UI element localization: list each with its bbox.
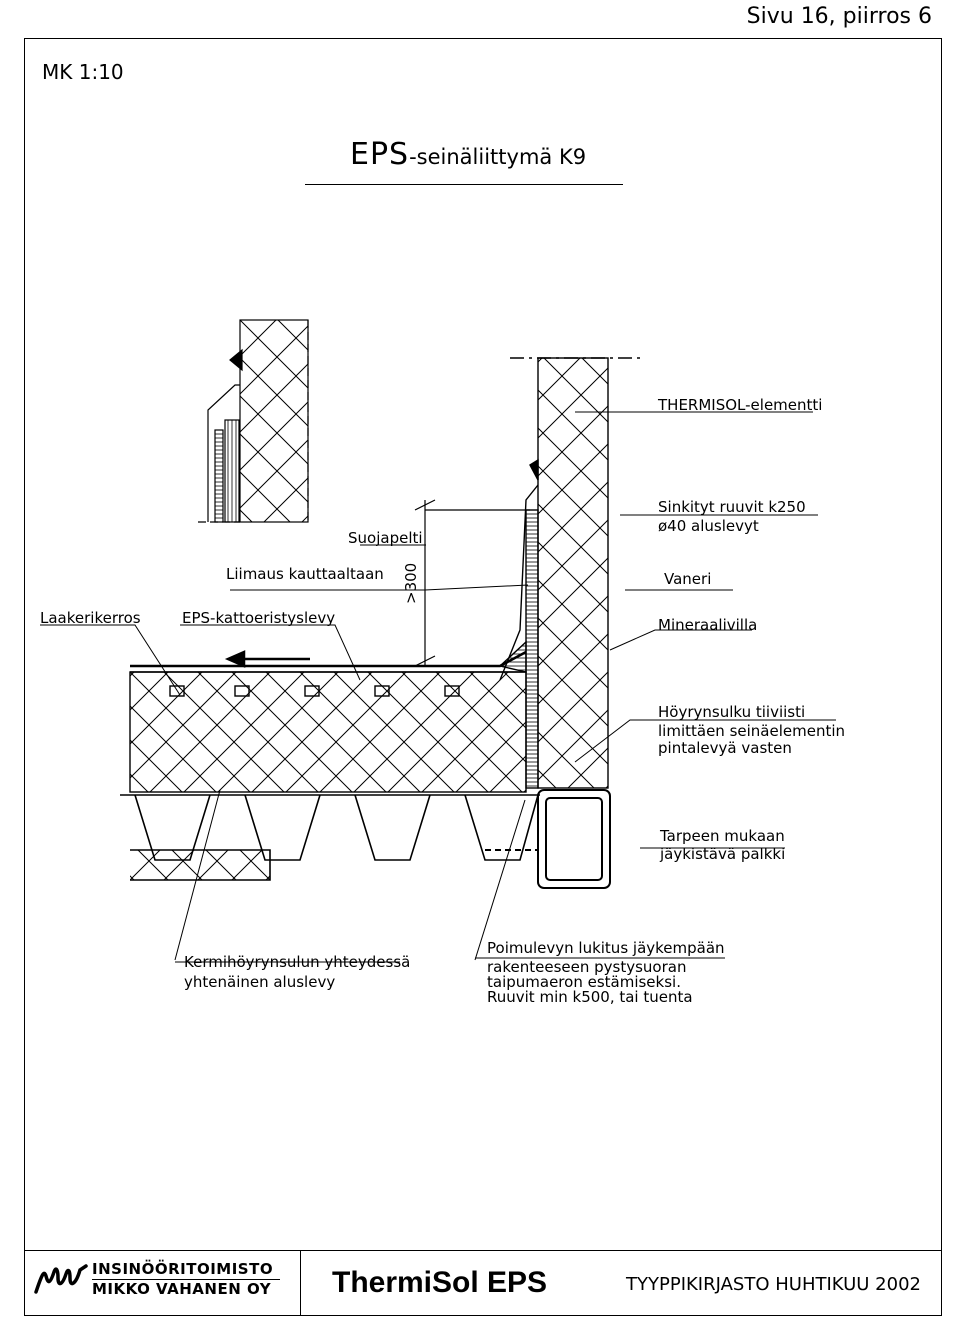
footer-separator bbox=[300, 1250, 301, 1316]
label-sinkityt-2: ø40 aluslevyt bbox=[658, 517, 759, 535]
drawing-scale: MK 1:10 bbox=[42, 60, 124, 84]
thermisol-wall bbox=[499, 357, 640, 789]
stiffening-beam bbox=[485, 789, 611, 889]
mv-signature-logo-icon bbox=[34, 1264, 88, 1294]
page-reference: Sivu 16, piirros 6 bbox=[746, 4, 932, 29]
leader-lines bbox=[40, 411, 836, 963]
label-hoyrynsulku-2: limittäen seinäelementin bbox=[658, 722, 846, 740]
label-hoyrynsulku-1: Höyrynsulku tiiviisti bbox=[658, 703, 806, 721]
product-name: ThermiSol EPS bbox=[332, 1266, 548, 1299]
label-poimu-1: Poimulevyn lukitus jäykempään bbox=[487, 939, 725, 957]
label-tarpeen-1: Tarpeen mukaan bbox=[660, 827, 785, 845]
roof-insulation bbox=[129, 640, 527, 793]
title-main: EPS bbox=[350, 137, 410, 172]
label-eps-kattoeristyslevy: EPS-kattoeristyslevy bbox=[182, 609, 336, 627]
drawing-title: EPS-seinäliittymä K9 bbox=[350, 140, 586, 170]
dimension-line bbox=[414, 499, 530, 667]
label-laakerikerros: Laakerikerros bbox=[40, 609, 141, 627]
trapezoidal-deck bbox=[120, 794, 540, 881]
label-thermisol: THERMISOL-elementti bbox=[658, 396, 823, 414]
label-poimu-3: taipumaeron estämiseksi. bbox=[487, 973, 681, 991]
label-dimension: >300 bbox=[402, 562, 420, 604]
company-underline bbox=[92, 1279, 280, 1280]
upper-left-wall bbox=[198, 319, 309, 523]
title-underline bbox=[305, 184, 623, 185]
label-kermi-1: Kermihöyrynsulun yhteydessä bbox=[184, 953, 411, 971]
label-mineraalivilla: Mineraalivilla bbox=[658, 616, 758, 634]
label-poimu-4: Ruuvit min k500, tai tuenta bbox=[487, 988, 693, 1006]
footer bbox=[24, 1250, 942, 1316]
section-drawing bbox=[40, 319, 836, 963]
company-name-line2: MIKKO VAHANEN OY bbox=[92, 1280, 272, 1298]
label-vaneri: Vaneri bbox=[664, 570, 712, 588]
library-date: TYYPPIKIRJASTO HUHTIKUU 2002 bbox=[626, 1274, 921, 1295]
label-sinkityt-1: Sinkityt ruuvit k250 bbox=[658, 498, 806, 516]
drawing-frame bbox=[24, 38, 942, 1316]
label-poimu-2: rakenteeseen pystysuoran bbox=[487, 958, 687, 976]
label-liimaus: Liimaus kauttaaltaan bbox=[226, 565, 384, 583]
company-name-line1: INSINÖÖRITOIMISTO bbox=[92, 1260, 274, 1278]
label-suojapelti: Suojapelti bbox=[348, 529, 423, 547]
label-kermi-2: yhtenäinen aluslevy bbox=[184, 973, 336, 991]
title-sub: -seinäliittymä K9 bbox=[409, 145, 587, 169]
label-tarpeen-2: jäykistävä palkki bbox=[660, 845, 786, 863]
label-hoyrynsulku-3: pintalevyä vasten bbox=[658, 739, 792, 757]
slope-arrow bbox=[224, 650, 310, 668]
